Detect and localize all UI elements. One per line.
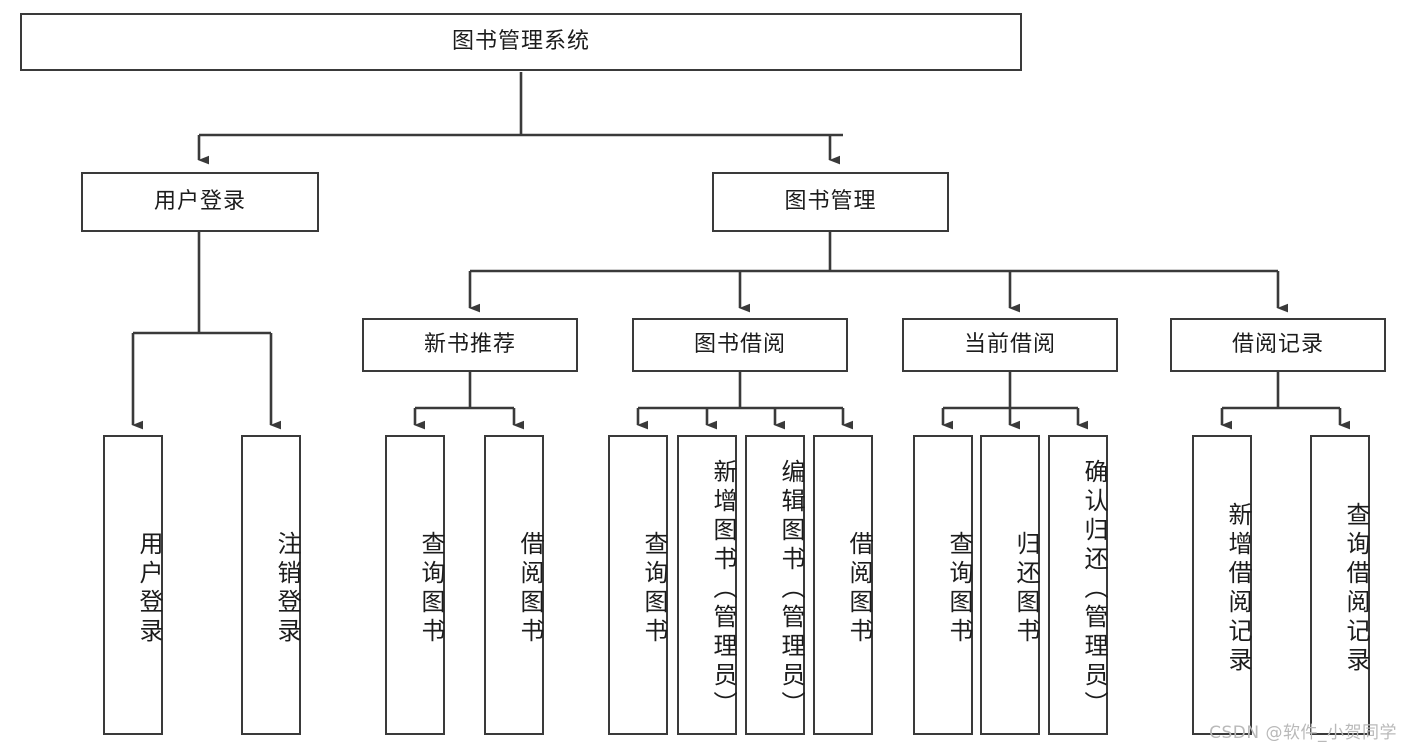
node-new-book-recommendation[interactable]: 新书推荐 [362, 318, 578, 372]
node-leaf-bookborrow-edit-book-admin[interactable]: 编辑图书（管理员） [745, 435, 805, 735]
node-label: 新书推荐 [423, 331, 516, 357]
node-leaf-user-login-signin[interactable]: 用户登录 [103, 435, 163, 735]
node-label: 当前借阅 [963, 331, 1056, 357]
node-label: 编辑图书（管理员） [777, 458, 805, 720]
node-leaf-user-login-signout[interactable]: 注销登录 [241, 435, 301, 735]
node-root-book-management-system[interactable]: 图书管理系统 [20, 13, 1022, 71]
node-leaf-currentborrow-confirm-return-admin[interactable]: 确认归还（管理员） [1048, 435, 1108, 735]
node-label: 用户登录 [135, 531, 163, 647]
node-label: 新增图书（管理员） [709, 458, 737, 720]
node-user-login[interactable]: 用户登录 [81, 172, 319, 232]
node-label: 新增借阅记录 [1224, 502, 1252, 676]
node-book-borrowing[interactable]: 图书借阅 [632, 318, 848, 372]
csdn-watermark: CSDN @软件_小贺同学 [1209, 723, 1397, 743]
node-label: 查询借阅记录 [1342, 502, 1370, 676]
node-borrowing-record[interactable]: 借阅记录 [1170, 318, 1386, 372]
node-label: 借阅记录 [1231, 331, 1324, 357]
node-label: 查询图书 [417, 531, 445, 647]
node-leaf-bookborrow-query-books[interactable]: 查询图书 [608, 435, 668, 735]
node-label: 确认归还（管理员） [1080, 458, 1108, 720]
node-label: 借阅图书 [845, 531, 873, 647]
node-leaf-borrowrecord-add-record[interactable]: 新增借阅记录 [1192, 435, 1252, 735]
node-label: 图书借阅 [693, 331, 786, 357]
node-leaf-bookborrow-borrow-books[interactable]: 借阅图书 [813, 435, 873, 735]
node-label: 查询图书 [945, 531, 973, 647]
node-label: 注销登录 [273, 531, 301, 647]
node-leaf-newbook-query-books[interactable]: 查询图书 [385, 435, 445, 735]
node-label: 借阅图书 [516, 531, 544, 647]
node-leaf-newbook-borrow-books[interactable]: 借阅图书 [484, 435, 544, 735]
node-current-borrowing[interactable]: 当前借阅 [902, 318, 1118, 372]
node-book-management[interactable]: 图书管理 [712, 172, 949, 232]
node-label: 图书管理 [784, 188, 877, 214]
node-label: 查询图书 [640, 531, 668, 647]
node-leaf-borrowrecord-query-record[interactable]: 查询借阅记录 [1310, 435, 1370, 735]
node-leaf-currentborrow-query-books[interactable]: 查询图书 [913, 435, 973, 735]
node-label: 归还图书 [1012, 531, 1040, 647]
node-leaf-bookborrow-add-book-admin[interactable]: 新增图书（管理员） [677, 435, 737, 735]
node-label: 用户登录 [153, 188, 246, 214]
node-leaf-currentborrow-return-books[interactable]: 归还图书 [980, 435, 1040, 735]
node-label: 图书管理系统 [451, 28, 590, 54]
